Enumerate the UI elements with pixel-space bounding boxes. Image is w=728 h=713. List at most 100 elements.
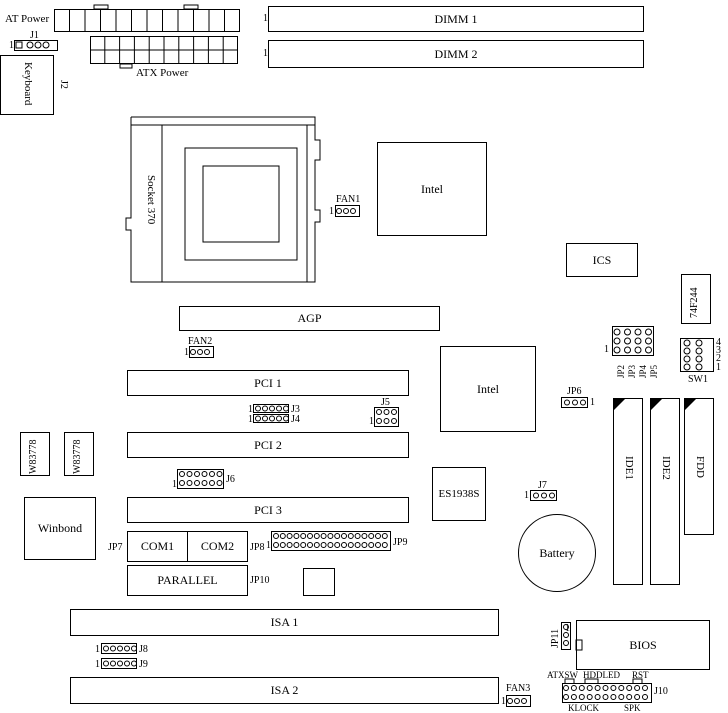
jp2-label: JP2 [616,364,626,378]
com2-port: COM2 [187,531,248,562]
clock-buffer-chip [681,274,711,324]
j1-label: J1 [30,30,39,41]
winbond-chip: Winbond [24,497,96,560]
j4-label: J4 [291,414,300,425]
atxsw-label: ATXSW [547,670,578,680]
fdd-label: FDD [694,456,706,479]
sw1-n3: 3 [716,345,721,356]
jp8-label: JP8 [250,542,265,553]
dimm1-pin1: 1 [263,13,268,24]
pci3-slot: PCI 3 [127,497,409,523]
sw1-n4: 4 [716,337,721,348]
spk-label: SPK [624,703,641,713]
socket-cavity [202,165,280,243]
agp-slot: AGP [179,306,440,331]
jp6-header [561,397,588,408]
com1-label: COM1 [140,539,175,553]
ide1-connector [613,398,643,585]
audio-chip-label: ES1938S [438,488,480,500]
ics-label: ICS [592,252,612,267]
klock-label: KLOCK [568,703,599,713]
jp11-label: JP11 [550,628,561,648]
jp6-label: JP6 [567,386,582,397]
intel-northbridge-label: Intel [421,181,443,196]
dimm2-slot: DIMM 2 [268,40,644,68]
sw1-n2: 2 [716,353,721,364]
parallel-label: PARALLEL [157,573,218,587]
isa1-slot: ISA 1 [70,609,499,636]
j8-header [101,643,137,654]
w83778-chip-1 [20,432,50,476]
isa1-label: ISA 1 [270,615,299,629]
j8-pin1: 1 [95,644,100,655]
w83778-label-2: W83778 [72,439,83,474]
jp4-label: JP4 [638,364,648,378]
at-power-connector [54,9,240,32]
dimm2-pin1: 1 [263,48,268,59]
hddled-label: HDDLED [583,670,620,680]
keyboard-label: Keyboard [22,62,34,106]
audio-chip: ES1938S [432,467,486,521]
pci3-label: PCI 3 [254,502,282,517]
j6-label: J6 [226,474,235,485]
j9-pin1: 1 [95,659,100,670]
dimm1-slot: DIMM 1 [268,6,644,32]
j3-pin1: 1 [248,404,253,415]
fan1-label: FAN1 [336,194,361,205]
isa2-label: ISA 2 [270,683,299,697]
fan2-label: FAN2 [188,336,213,347]
ide2-connector [650,398,680,585]
ide2-label: IDE2 [660,456,672,480]
j3-header [253,404,289,413]
dimm2-label: DIMM 2 [434,46,478,61]
intel-northbridge: Intel [377,142,487,236]
jp6-pin1: 1 [590,397,595,408]
fan2-header [189,346,214,358]
j2-label: J2 [58,80,69,89]
agp-label: AGP [297,311,322,325]
atx-power-connector [90,36,238,64]
ics-chip: ICS [566,243,638,277]
j1-header [14,40,58,51]
j5-header [374,407,399,427]
fan3-label: FAN3 [506,683,531,694]
jp7-label: JP7 [108,542,123,553]
fan1-header [335,205,360,217]
clock-buffer-label: 74F244 [689,287,700,318]
jp9-label: JP9 [393,537,408,548]
fdd-connector [684,398,714,535]
battery: Battery [518,514,596,592]
j10-header [562,683,652,703]
parallel-port: PARALLEL [127,565,248,596]
dimm1-label: DIMM 1 [434,11,478,26]
winbond-label: Winbond [37,521,83,535]
intel-southbridge: Intel [440,346,536,432]
isa2-slot: ISA 2 [70,677,499,704]
j10-label: J10 [654,686,668,697]
pci2-label: PCI 2 [254,437,282,452]
j4-pin1: 1 [248,414,253,425]
fan2-pin1: 1 [184,347,189,358]
j4-header [253,414,289,423]
pci2-slot: PCI 2 [127,432,409,458]
com1-port: COM1 [127,531,188,562]
rst-label: RST [632,670,649,680]
ide1-label: IDE1 [623,456,635,480]
j5-label: J5 [381,397,390,408]
jp5-label: JP5 [649,364,659,378]
jp9-pin1: 1 [266,540,271,551]
jp9-header [271,531,391,551]
j5-pin1: 1 [369,416,374,427]
j1-pin1: 1 [9,40,14,51]
bios-label: BIOS [629,637,657,652]
fan1-pin1: 1 [329,206,334,217]
j8-label: J8 [139,644,148,655]
at-power-label: AT Power [5,13,50,25]
jumper-block-pin1: 1 [604,344,609,355]
j3-label: J3 [291,404,300,415]
jp10-label: JP10 [250,575,270,586]
j9-header [101,658,137,669]
j7-header [530,490,557,501]
jp11-pin1: 1 [565,623,570,634]
